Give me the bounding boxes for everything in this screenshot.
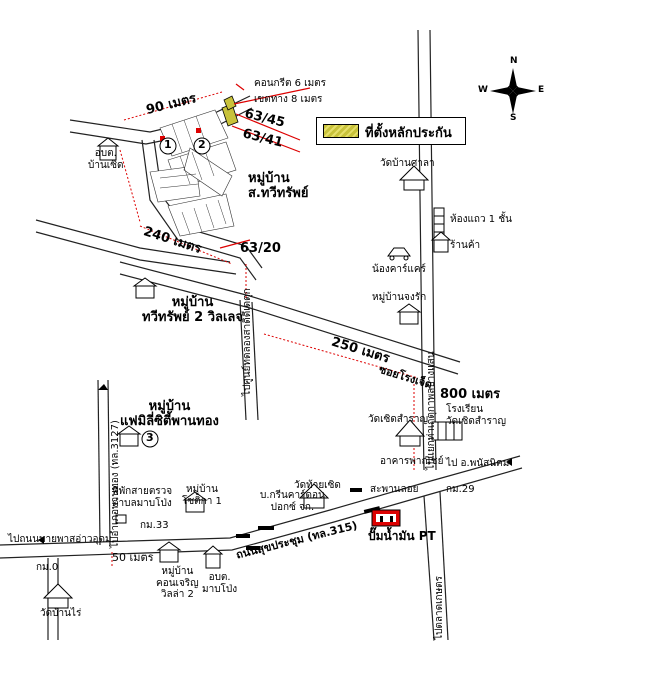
label-to-kaset: ไปตลาดเกษตร <box>434 575 445 640</box>
road-soi-b <box>119 273 459 375</box>
road-lowerleft <box>35 219 231 263</box>
label-to-bypass: ไปถนนบายพาสอ่าวอุดม <box>8 534 112 545</box>
place-shop: ร้านค้า <box>450 240 481 251</box>
place-obt-mabpong: อบต.มาบโป่ง <box>202 572 238 595</box>
road-lowerleft-b <box>35 231 237 275</box>
road-kaset-b <box>439 491 449 641</box>
label-to-phanat: ไป อ.พนัสนิคม <box>446 458 510 469</box>
place-wat-samran: วัดเซิดสำราญ <box>368 414 429 425</box>
label-to-bangsaen: ไปแยกท่าเกตุกาพลบางแสน <box>426 351 437 470</box>
plot-number-3: 3 <box>146 431 154 444</box>
place-checkpoint: ที่พักสายตรวจตำบลมาบโป่ง <box>112 486 173 509</box>
road-soi <box>119 261 461 363</box>
distance-50: 50 เมตร <box>112 551 154 564</box>
legend: ที่ตั้งหลักประกัน <box>316 117 466 145</box>
place-village-tawee2: หมู่บ้านทวีทรัพย์ 2 วิลเลจ <box>142 295 243 325</box>
place-commercial: อาคารพาณิชย์ <box>380 456 444 467</box>
plot-number-2: 2 <box>198 138 206 151</box>
place-wat-banrai: วัดบ้านไร่ <box>40 608 82 619</box>
compass-w: W <box>478 85 488 95</box>
gas-station-icon <box>371 509 401 527</box>
compass-icon <box>490 68 536 114</box>
temple-icon <box>42 165 430 609</box>
village-icon <box>96 137 452 569</box>
label-easement: เขตทาง 8 เมตร <box>254 94 323 105</box>
label-to-center: ไปอำเภอพานทอง (ทล.3127) <box>110 420 121 548</box>
collateral-parcels <box>221 95 239 127</box>
place-school: โรงเรียนวัดเซิดสำราญ <box>446 404 507 427</box>
place-wat-taichet: วัดท้ายเซิด <box>294 480 341 491</box>
compass-e: E <box>538 85 545 95</box>
legend-swatch <box>323 124 359 138</box>
road-kaset <box>423 495 435 641</box>
car-icon <box>387 247 411 261</box>
place-gas-station: ปั๊มน้ำมัน PT <box>368 529 436 543</box>
place-wat-sala: วัดบ้านศาลา <box>380 158 435 169</box>
place-village-main: หมู่บ้านส.ทวีทรัพย์ <box>248 171 309 201</box>
road-arrow-icon <box>38 384 512 544</box>
place-obt-bansamet: อบต.บ้านเซิด <box>88 148 124 171</box>
plot-number-1: 1 <box>164 138 172 151</box>
place-village-konjaroen: หมู่บ้านคอนเจริญวิลล่า 2 <box>156 566 199 600</box>
compass: N S W E <box>478 56 545 123</box>
place-village-fah: หมู่บ้านแฟมิลี่ซิตี้พานทอง <box>120 399 219 429</box>
label-km29: กม.29 <box>446 484 475 495</box>
compass-n: N <box>510 56 518 66</box>
road-center-v-b <box>251 301 259 421</box>
plot-row <box>183 147 233 197</box>
plot-circle-1 <box>159 137 177 155</box>
legend-label: ที่ตั้งหลักประกัน <box>365 126 452 141</box>
plot-circle-2 <box>193 137 211 155</box>
place-village-sopida: หมู่บ้านโซติกา 1 <box>182 484 222 507</box>
road-main-b <box>0 467 523 559</box>
label-bridge: สะพานลอย <box>370 484 419 495</box>
place-green-card: บ.กรีนคาร์ดอนปอกซ์ จก. <box>260 490 325 513</box>
lot-63-20: 63/20 <box>240 241 281 256</box>
label-km0: กม.0 <box>36 562 59 573</box>
distance-800: 800 เมตร <box>440 387 501 402</box>
compass-s: S <box>510 113 517 123</box>
road-center-v <box>239 299 247 421</box>
place-village-jongrak: หมู่บ้านจงรัก <box>372 292 427 303</box>
plot-circle-3 <box>141 430 159 448</box>
place-shophouse: ห้องแถว 1 ชั้น <box>450 214 512 225</box>
plot-row <box>167 193 235 237</box>
label-concrete: คอนกรีต 6 เมตร <box>254 78 327 89</box>
place-carcare: น้องคาร์แคร์ <box>372 264 426 275</box>
school-icon <box>431 421 463 441</box>
road-village-l <box>141 139 257 281</box>
label-km33: กม.33 <box>140 520 169 531</box>
road-main <box>0 455 521 546</box>
road-left-v1 <box>97 379 101 546</box>
road-left-v1b <box>107 379 111 546</box>
